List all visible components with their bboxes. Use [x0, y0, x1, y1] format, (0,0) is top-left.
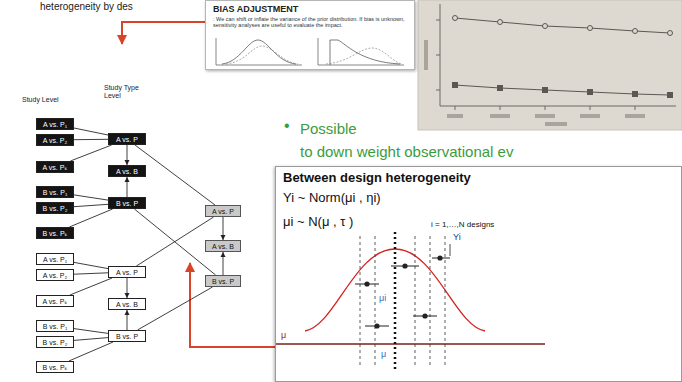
study-box: A vs. P₂	[36, 269, 74, 281]
connector	[223, 217, 224, 240]
study-type-box: A vs. B	[108, 165, 146, 177]
plot-label: μi	[379, 293, 386, 303]
column-label: Study Level	[22, 96, 59, 104]
bullet: •	[284, 117, 290, 135]
box-label: B vs. P	[116, 333, 138, 340]
plot-label: Yi	[453, 232, 461, 242]
pooled-box: A vs. P	[205, 205, 241, 217]
bullet-text: to down weight observational ev	[300, 143, 513, 160]
connector	[127, 278, 128, 298]
connector	[74, 273, 108, 274]
box-label: A vs. B	[212, 243, 234, 250]
study-box: B vs. P₁	[36, 186, 74, 198]
box-label: A vs. P₂	[43, 137, 68, 144]
study-type-box: B vs. P	[108, 197, 146, 209]
box-label: A vs. Pₖ	[43, 298, 68, 305]
callout-arrow	[190, 263, 275, 347]
callout-panel: BIAS ADJUSTMENT : We can shift or inflate…	[205, 0, 415, 70]
box-label: B vs. P	[212, 278, 234, 285]
connector	[74, 139, 108, 140]
study-type-box: A vs. P	[108, 133, 146, 145]
heading-fragment: heterogeneity by des	[40, 1, 133, 13]
box-label: B vs. Pₖ	[42, 364, 67, 371]
connector	[70, 278, 112, 295]
connector	[127, 145, 128, 165]
pooled-box: B vs. P	[205, 275, 241, 287]
connector	[134, 209, 215, 275]
connector	[138, 287, 213, 330]
formula: μi ~ N(μ , τ )	[283, 215, 353, 230]
callout-arrow	[122, 22, 205, 44]
connector	[74, 262, 108, 268]
study-box: B vs. Pₖ	[36, 361, 74, 373]
study-box: B vs. P₂	[36, 336, 74, 348]
connector	[69, 342, 113, 361]
formula: Yi ~ Norm(μi , ηi)	[283, 191, 381, 206]
connector	[70, 145, 111, 161]
study-box: A vs. Pₖ	[36, 161, 74, 173]
prior-plots	[216, 38, 404, 65]
box-label: A vs. P₂	[43, 272, 68, 279]
connector	[135, 145, 215, 205]
plot-label: μ	[381, 349, 386, 359]
connector	[127, 310, 128, 330]
study-type-box: A vs. B	[108, 298, 146, 310]
plot-label: μ	[281, 330, 286, 340]
connector	[74, 128, 108, 135]
study-type-box: A vs. P	[108, 266, 146, 278]
study-box: A vs. P₂	[36, 134, 74, 146]
column-label: Study Type Level	[104, 84, 144, 100]
box-label: B vs. P₁	[43, 189, 68, 196]
study-box: B vs. Pₖ	[36, 227, 74, 239]
study-box: B vs. P₁	[36, 320, 74, 332]
study-box: A vs. Pₖ	[36, 295, 74, 307]
box-label: B vs. P₂	[43, 339, 68, 346]
connector	[69, 209, 112, 227]
study-box: B vs. P₂	[36, 202, 74, 214]
box-label: A vs. B	[116, 301, 138, 308]
study-box: A vs. P₁	[36, 253, 74, 265]
box-label: A vs. P	[116, 269, 138, 276]
box-label: A vs. P₁	[43, 121, 67, 128]
formula-note: i = 1,…,N designs	[431, 220, 494, 229]
connector	[127, 177, 128, 197]
connector	[74, 338, 108, 341]
box-label: B vs. P₁	[43, 323, 68, 330]
connector	[74, 195, 108, 200]
connector	[223, 252, 224, 275]
panel-body: : We can shift or inflate the variance o…	[213, 16, 411, 29]
bullet-text: Possible	[300, 120, 357, 137]
box-label: B vs. Pₖ	[42, 230, 67, 237]
connector	[74, 329, 108, 334]
box-label: A vs. P₁	[43, 256, 67, 263]
panel-title: Between design heterogeneity	[283, 171, 471, 186]
chart-photo	[418, 0, 682, 130]
box-label: A vs. B	[116, 168, 138, 175]
box-label: A vs. P	[212, 208, 234, 215]
box-label: A vs. P	[116, 136, 138, 143]
pooled-box: A vs. B	[205, 240, 241, 252]
study-type-box: B vs. P	[108, 330, 146, 342]
box-label: B vs. P₂	[43, 205, 68, 212]
callout-panel: Between design heterogeneity Yi ~ Norm(μi…	[275, 166, 682, 382]
study-box: A vs. P₁	[36, 118, 74, 130]
box-label: A vs. Pₖ	[43, 164, 68, 171]
connector	[74, 204, 108, 206]
box-label: B vs. P	[116, 200, 138, 207]
heterogeneity-plot	[276, 232, 545, 370]
panel-title: BIAS ADJUSTMENT	[213, 4, 298, 14]
